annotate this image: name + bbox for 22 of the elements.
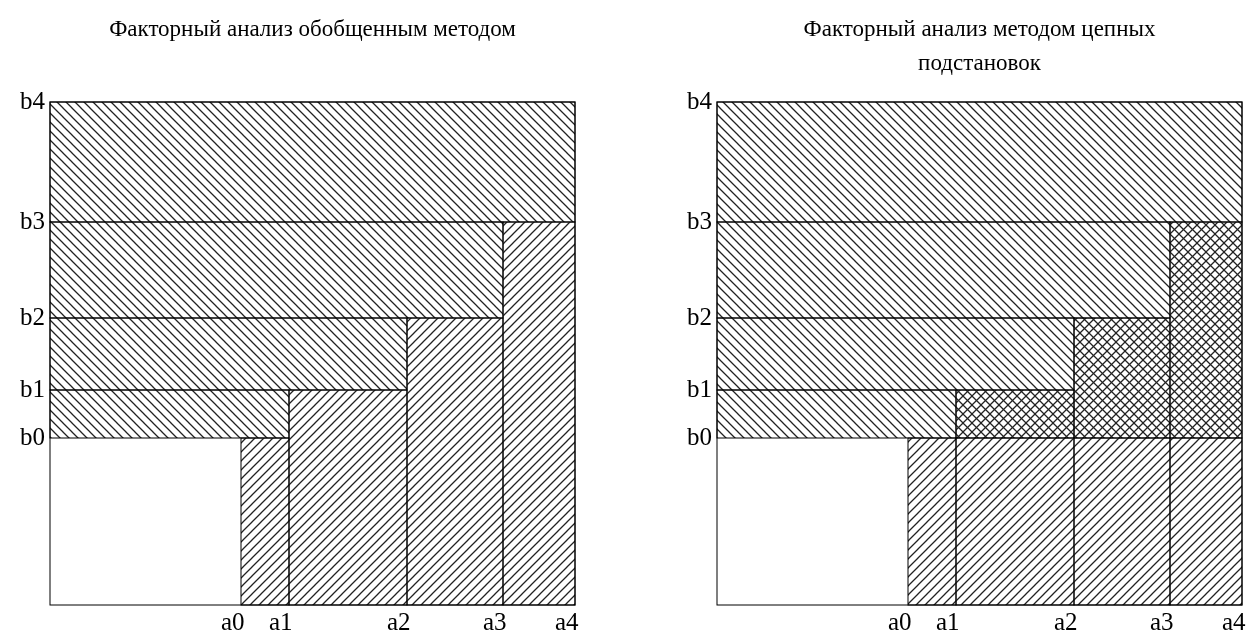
- y-tick-label: b4: [687, 86, 712, 116]
- x-tick-label: a2: [387, 607, 411, 637]
- y-tick-label: b1: [687, 374, 712, 404]
- x-tick-label: a3: [483, 607, 507, 637]
- x-tick-label: a0: [221, 607, 245, 637]
- y-tick-label: b1: [20, 374, 45, 404]
- y-tick-label: b4: [20, 86, 45, 116]
- y-tick-label: b3: [687, 206, 712, 236]
- y-tick-label: b0: [687, 422, 712, 452]
- x-tick-label: a4: [555, 607, 579, 637]
- x-tick-label: a1: [936, 607, 960, 637]
- y-tick-label: b2: [687, 302, 712, 332]
- x-tick-label: a3: [1150, 607, 1174, 637]
- y-tick-label: b2: [20, 302, 45, 332]
- y-tick-label: b3: [20, 206, 45, 236]
- chart-title: Факторный анализ обобщенным методом: [108, 15, 517, 43]
- x-tick-label: a1: [269, 607, 293, 637]
- x-tick-label: a0: [888, 607, 912, 637]
- x-tick-label: a4: [1222, 607, 1246, 637]
- y-tick-label: b0: [20, 422, 45, 452]
- chart-title: Факторный анализ методом цепных подстановок: [802, 15, 1157, 77]
- x-tick-label: a2: [1054, 607, 1078, 637]
